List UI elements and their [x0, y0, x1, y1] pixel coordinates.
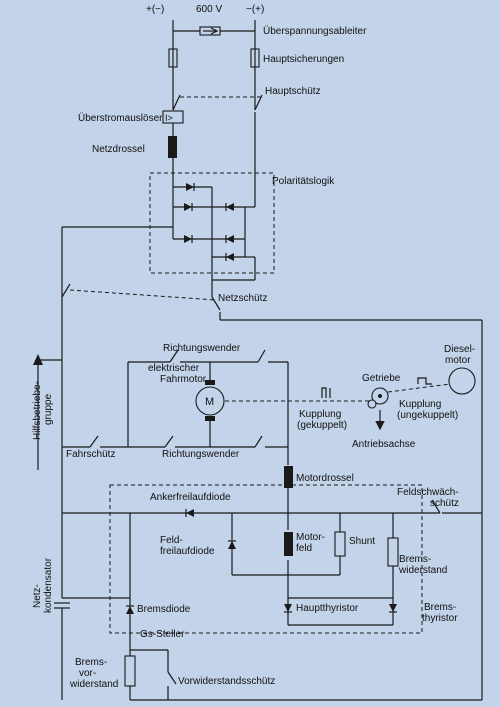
diesel-motor-label-2: motor: [445, 355, 471, 366]
polarity-bridge-diodes: [172, 172, 256, 265]
coupling-disengaged-label-1: Kupplung: [399, 399, 441, 410]
brake-preresistor-label-3: widerstand: [69, 679, 118, 690]
field-freewheel-label-1: Feld-: [160, 535, 183, 546]
motor-choke-symbol: [284, 466, 293, 488]
drive-contactor-label: Fahrschütz: [66, 449, 115, 460]
line-capacitor-label-2: kondensator: [43, 557, 54, 613]
traction-motor-symbol: [195, 380, 225, 421]
brake-diode-label: Bremsdiode: [137, 604, 191, 615]
mechanical-shafts: [225, 367, 476, 431]
gearbox-label: Getriebe: [362, 373, 401, 384]
brake-resistor-symbol: [387, 537, 399, 567]
aux-group-label-1: Hilfsbetriebe-: [32, 381, 43, 440]
brake-preresistor-label-1: Brems-: [75, 657, 107, 668]
brake-thyristor-symbol: [389, 604, 397, 612]
brake-resistor-label-2: widerstand: [398, 565, 447, 576]
motor-field-symbol: [284, 532, 293, 556]
armature-freewheel-diode-symbol: [186, 509, 194, 517]
drive-axle-label: Antriebsachse: [352, 439, 416, 450]
coupling-engaged-label-1: Kupplung: [299, 409, 341, 420]
line-choke-label: Netzdrossel: [92, 144, 145, 155]
polarity-logic-label: Polaritätslogik: [272, 176, 335, 187]
brake-thyristor-label-1: Brems-: [424, 602, 456, 613]
line-contactor-label: Netzschütz: [218, 293, 267, 304]
main-thyristor-symbol: [284, 604, 292, 612]
main-contactor-label: Hauptschütz: [265, 86, 321, 97]
armature-freewheel-diode-label: Ankerfreilaufdiode: [150, 492, 231, 503]
preresistor-contactor-label: Vorwiderstandsschütz: [178, 676, 275, 687]
brake-thyristor-label-2: thyristor: [422, 613, 458, 624]
terminal-minus: +(−): [146, 4, 164, 15]
field-freewheel-label-2: freilaufdiode: [160, 546, 215, 557]
brake-diode-symbol: [126, 606, 134, 614]
motor-field-label-1: Motor-: [296, 532, 325, 543]
coupling-engaged-label-2: (gekuppelt): [297, 420, 347, 431]
brake-preresistor-label-2: vor-: [79, 668, 96, 679]
main-fuses-label: Hauptsicherungen: [263, 54, 344, 65]
reverser-top-label: Richtungswender: [163, 343, 241, 354]
motor-choke-label: Motordrossel: [296, 473, 354, 484]
shunt-label: Shunt: [349, 536, 375, 547]
dc-chopper-box: [109, 484, 423, 634]
traction-motor-label-1: elektrischer: [148, 363, 200, 374]
field-weakening-label-1: Feldschwäch-: [397, 487, 459, 498]
terminal-plus: −(+): [246, 4, 264, 15]
motor-field-label-2: feld: [296, 543, 312, 554]
overcurrent-trip-symbol: [162, 110, 184, 124]
brake-resistor-label-1: Brems-: [399, 554, 431, 565]
supply-voltage: 600 V: [196, 4, 222, 15]
supply-wiring: [172, 20, 263, 172]
main-bus-wiring: [61, 226, 483, 700]
line-capacitor-symbol: [54, 602, 70, 700]
traction-motor-symbol-text: M: [205, 396, 214, 408]
surge-arrester-symbol: [199, 26, 221, 36]
reverser-bottom-label: Richtungswender: [162, 449, 240, 460]
field-weakening-label-2: schütz: [430, 498, 459, 509]
main-thyristor-label: Hauptthyristor: [296, 603, 359, 614]
coupling-disengaged-label-2: (ungekuppelt): [397, 410, 458, 421]
traction-motor-label-2: Fahrmotor: [160, 374, 207, 385]
dc-chopper-label: Gs-Steller: [140, 629, 185, 640]
preresistor-wiring: [129, 649, 482, 701]
reverser-top-wiring: [127, 349, 289, 465]
aux-group-arrow: [33, 354, 62, 470]
diesel-motor-label-1: Diesel-: [444, 344, 475, 355]
chopper-wiring: [62, 488, 482, 655]
aux-group-label-2: gruppe: [43, 393, 54, 425]
line-capacitor-label-1: Netz-: [32, 584, 43, 608]
brake-preresistor-symbol: [124, 655, 136, 687]
field-freewheel-diode-symbol: [228, 541, 236, 549]
shunt-symbol: [334, 531, 346, 557]
surge-arrester-label: Überspannungsableiter: [263, 25, 367, 37]
drive-contactor-wiring: [62, 435, 288, 448]
line-choke-symbol: [168, 136, 177, 158]
overcurrent-trip-label: Überstromauslöser: [78, 112, 163, 124]
overcurrent-trip-symbol-text: I>: [165, 113, 173, 123]
